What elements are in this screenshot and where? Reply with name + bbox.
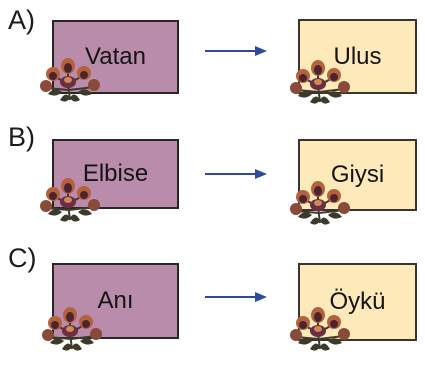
flower-bouquet-icon [39, 57, 101, 102]
option-letter: C) [8, 243, 37, 273]
right-arrow-icon [205, 169, 267, 179]
right-arrow-icon [205, 292, 267, 302]
left-word: Vatan [85, 43, 146, 70]
option-letter: B) [8, 122, 35, 152]
left-word-card: Elbise [52, 139, 179, 209]
option-a-row: A) Vatan Ulus [0, 5, 425, 115]
right-word: Ulus [333, 42, 382, 70]
flower-bouquet-icon [289, 59, 351, 104]
flower-bouquet-icon [39, 177, 101, 222]
right-word: Öykü [329, 288, 386, 315]
flower-bouquet-icon [289, 306, 351, 351]
flower-bouquet-icon [41, 306, 103, 351]
left-word: Anı [97, 287, 134, 314]
left-word: Elbise [82, 160, 149, 187]
flower-bouquet-icon [289, 180, 351, 225]
right-word-card: Ulus [298, 19, 417, 94]
option-b-row: B) Elbise Giysi [0, 122, 425, 232]
right-word: Giysi [330, 161, 385, 188]
right-arrow-icon [205, 46, 267, 56]
option-c-row: C) Anı Öykü [0, 243, 425, 353]
option-letter: A) [8, 5, 35, 35]
right-word-card: Öykü [298, 263, 417, 341]
